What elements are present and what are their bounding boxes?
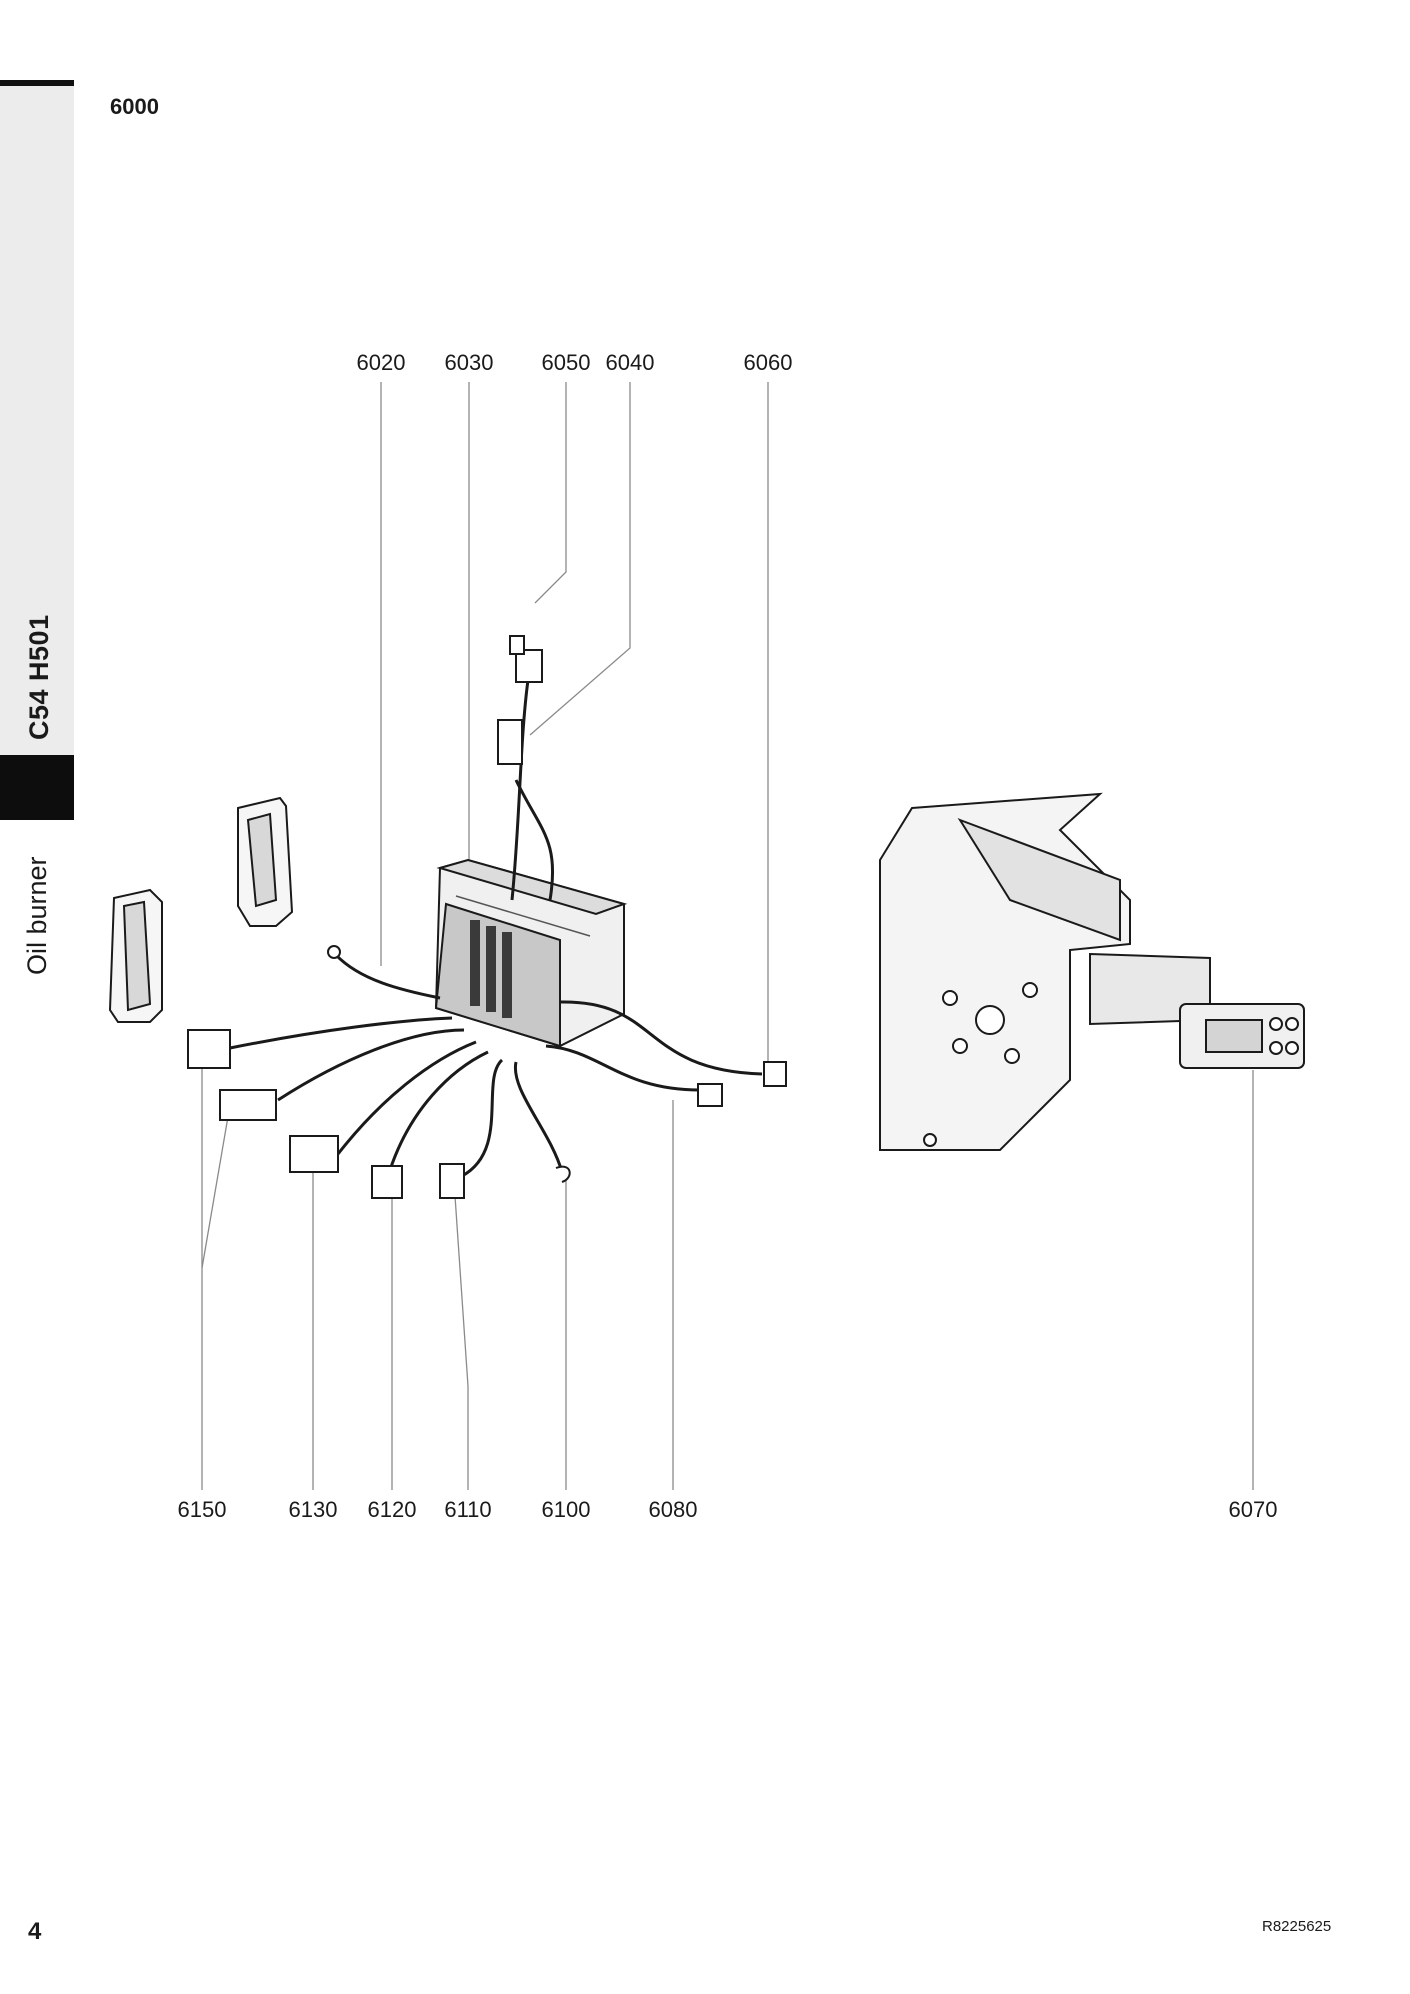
side-cover-inner [122,900,152,1012]
plate-hole-3 [952,1038,968,1054]
plug-6150b [219,1089,277,1121]
control-box [434,858,628,1048]
callout-6060: 6060 [743,350,793,375]
plug-6110 [439,1163,465,1199]
leader-6050 [534,382,567,604]
plug-6120 [371,1165,403,1199]
cables [229,679,763,1178]
callout-6030: 6030 [444,350,494,375]
plate-hole-1 [942,990,958,1006]
leader-6110 [454,1195,469,1490]
leader-6040 [529,382,631,736]
control-box-front [434,902,561,1048]
callout-6020: 6020 [356,350,406,375]
page-number: 4 [28,1918,42,1945]
callout-6110: 6110 [444,1497,492,1522]
side-black-tab [0,755,74,820]
plate-hole-5 [923,1133,937,1147]
display-button-1 [1269,1017,1283,1031]
terminal-2 [486,926,496,1012]
display-buttons [1269,1017,1299,1055]
cable-6110 [461,1058,504,1178]
ring-terminal-6020 [327,945,341,959]
callout-6080: 6080 [648,1497,698,1522]
document-reference: R8225625 [1262,1918,1332,1935]
terminal-3 [502,932,512,1018]
plate-hole-2 [1022,982,1038,998]
leader-lines [201,382,1254,1490]
cable-6080 [545,1044,701,1092]
clip-6100 [555,1165,571,1183]
plate-holes [923,982,1038,1147]
plate-bracket [957,818,1121,942]
callout-6130: 6130 [288,1497,338,1522]
photocell-6050 [515,649,543,683]
callout-6040: 6040 [605,350,655,375]
plug-6130 [289,1135,339,1173]
connector-6040 [497,719,523,765]
callout-6120: 6120 [367,1497,417,1522]
connectors [187,635,787,1199]
cable-plug-3 [336,1040,477,1155]
callout-6050: 6050 [541,350,591,375]
connector-6080 [697,1083,723,1107]
display-button-4 [1285,1041,1299,1055]
cable-6050 [510,679,530,901]
display-button-3 [1269,1041,1283,1055]
box-edge [455,895,591,937]
callout-6100: 6100 [541,1497,591,1522]
connector-6060 [763,1061,787,1087]
cable-6060 [559,1000,763,1076]
front-cover-inner [246,812,278,908]
plate-hole-4 [1004,1048,1020,1064]
section-number: 6000 [110,94,159,119]
cover-pieces [108,796,294,1023]
side-top-bar [0,80,74,86]
mounting-plate [879,792,1305,1151]
callout-6070: 6070 [1228,1497,1278,1522]
plate-hole-center [975,1005,1005,1035]
display-button-2 [1285,1017,1299,1031]
callout-6150: 6150 [177,1497,227,1522]
cable-6020 [334,953,441,1000]
display-screen [1205,1019,1263,1053]
photocell-tip [509,635,525,655]
terminal-1 [470,920,480,1006]
cable-plug-2 [277,1028,465,1102]
side-strip [0,80,74,820]
cable-6100 [513,1061,564,1173]
plug-6150a [187,1029,231,1069]
cable-6040 [514,779,555,901]
cable-6120 [388,1050,489,1171]
cable-plug-1 [229,1016,453,1050]
control-box-top [436,858,628,916]
terminal-block [470,920,512,1018]
leader-6150b [201,1104,231,1269]
